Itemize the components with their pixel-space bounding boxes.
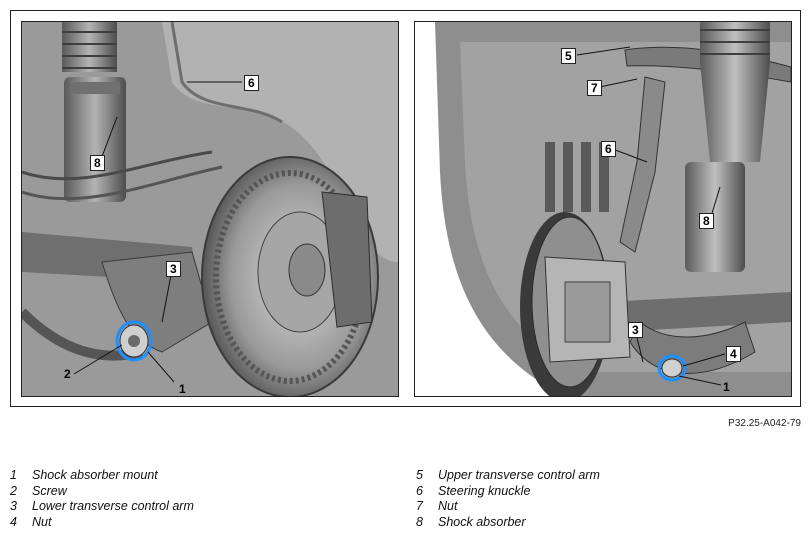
right-suspension-drawing bbox=[415, 22, 791, 396]
callout-8: 8 bbox=[699, 213, 714, 229]
callout-5: 5 bbox=[561, 48, 576, 64]
callout-3: 3 bbox=[628, 322, 643, 338]
figure-frame: 6 8 3 2 1 bbox=[10, 10, 801, 407]
figure-reference: P32.25-A042-79 bbox=[728, 418, 801, 429]
left-illustration: 6 8 3 2 1 bbox=[21, 21, 399, 397]
left-suspension-drawing bbox=[22, 22, 398, 396]
callout-6: 6 bbox=[244, 75, 259, 91]
callout-7: 7 bbox=[587, 80, 602, 96]
callout-1: 1 bbox=[179, 382, 186, 396]
callout-3: 3 bbox=[166, 261, 181, 277]
right-illustration: 5 7 6 8 3 4 1 bbox=[414, 21, 792, 397]
callout-8: 8 bbox=[90, 155, 105, 171]
callout-2: 2 bbox=[64, 367, 71, 381]
callout-4: 4 bbox=[726, 346, 741, 362]
callout-1: 1 bbox=[723, 380, 730, 394]
callout-6: 6 bbox=[601, 141, 616, 157]
